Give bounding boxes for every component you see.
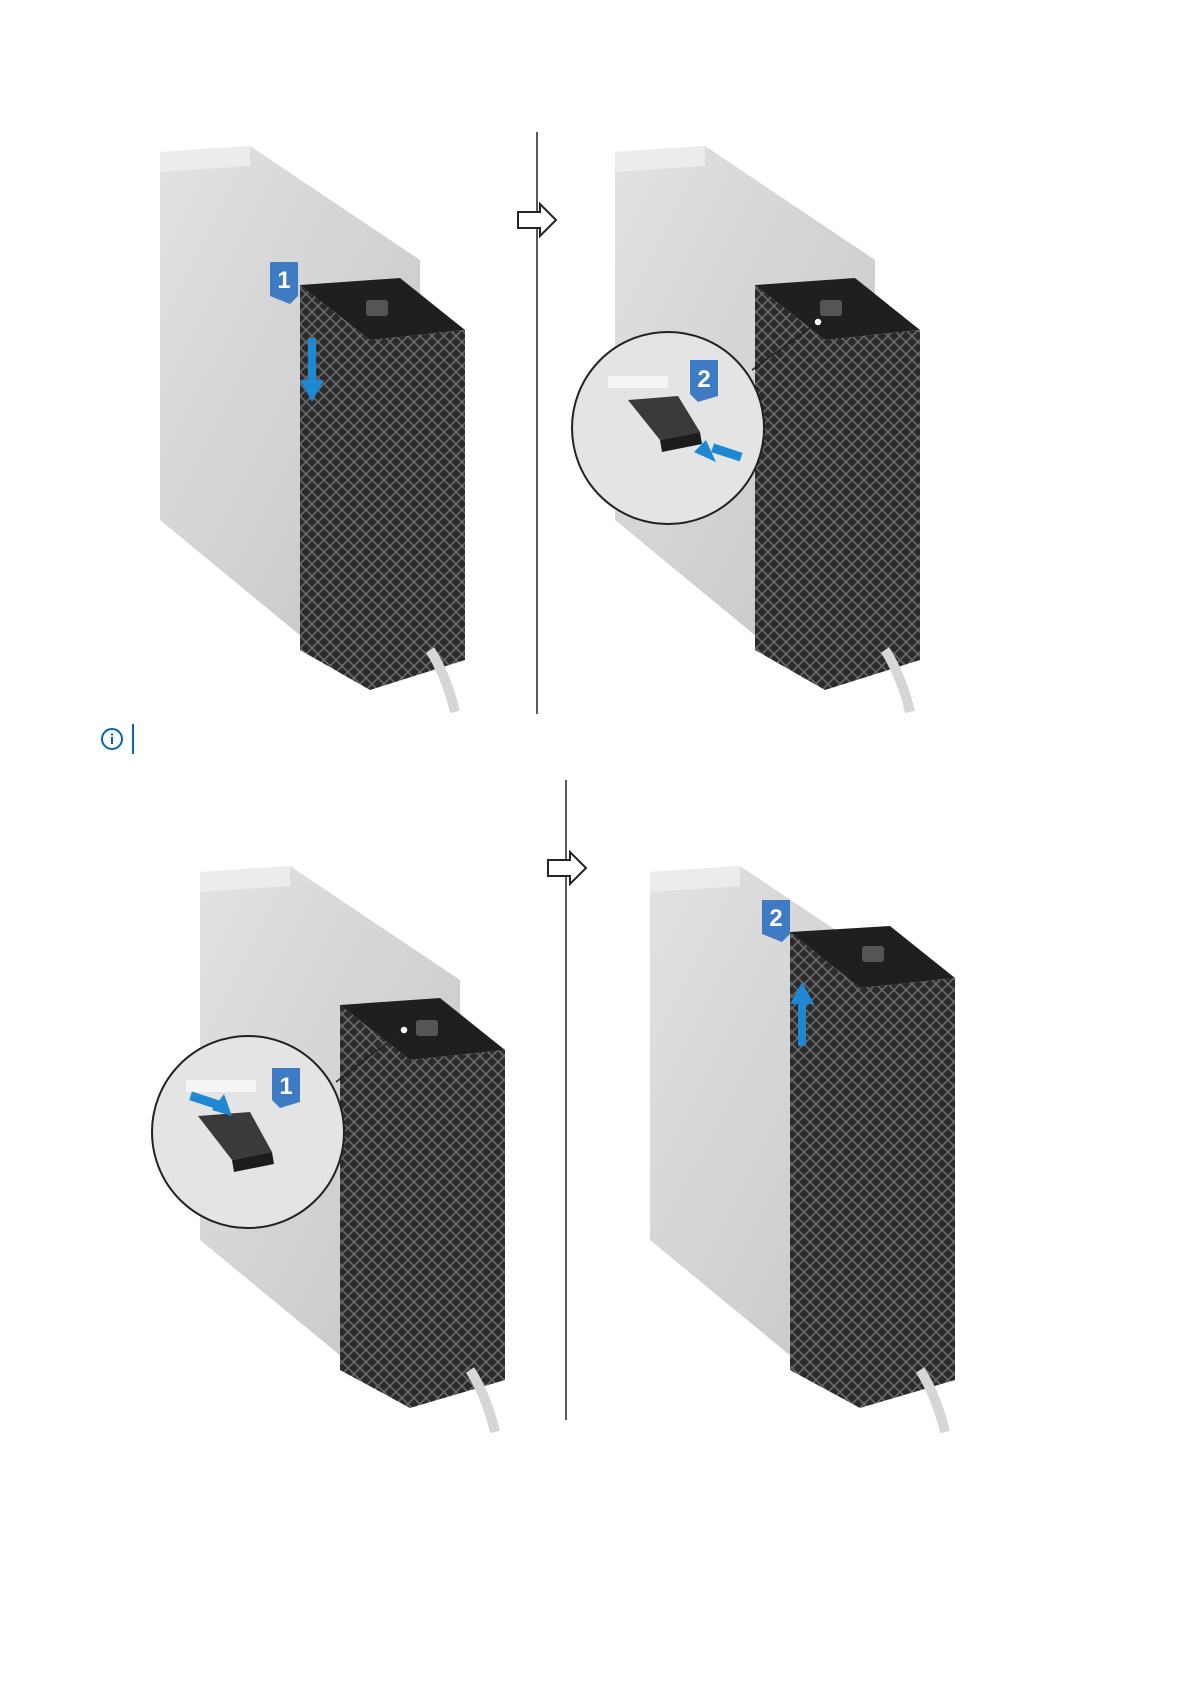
note-bar xyxy=(132,724,134,754)
figure-2: 1 2 xyxy=(0,780,1191,1440)
psu-front-mesh xyxy=(860,978,955,1408)
psu-front-mesh xyxy=(370,330,465,690)
release-tab xyxy=(820,300,842,316)
callout-1-label: 1 xyxy=(277,267,290,294)
figure-2-illustration: 1 2 xyxy=(0,780,1191,1440)
note xyxy=(100,722,134,756)
psu-front-mesh xyxy=(825,330,920,690)
psu-side-mesh xyxy=(340,1005,410,1408)
step-2-right-panel: 2 xyxy=(650,866,955,1432)
callout-1-label: 1 xyxy=(279,1073,292,1100)
figure-1-illustration: 1 xyxy=(0,0,1191,720)
callout-1: 1 xyxy=(272,1068,300,1108)
release-tab xyxy=(366,300,388,316)
release-tab xyxy=(416,1020,438,1036)
psu-side-mesh xyxy=(755,285,825,690)
zoom-anchor xyxy=(400,1026,408,1034)
figure-1: 1 xyxy=(0,0,1191,720)
step-1-left-panel: 1 xyxy=(160,146,465,712)
callout-2: 2 xyxy=(690,360,718,402)
zoom-anchor xyxy=(814,318,822,326)
next-step-arrow-icon xyxy=(548,852,586,884)
step-1-right-panel: 2 xyxy=(572,146,920,712)
zoom-detail-circle: 2 xyxy=(572,332,764,524)
psu-front-mesh xyxy=(410,1050,505,1408)
callout-2-label: 2 xyxy=(769,905,782,932)
callout-2-label: 2 xyxy=(697,366,710,393)
release-tab xyxy=(862,946,884,962)
step-2-left-panel: 1 xyxy=(152,866,505,1432)
info-icon xyxy=(100,727,124,751)
zoom-detail-circle: 1 xyxy=(152,1036,344,1228)
